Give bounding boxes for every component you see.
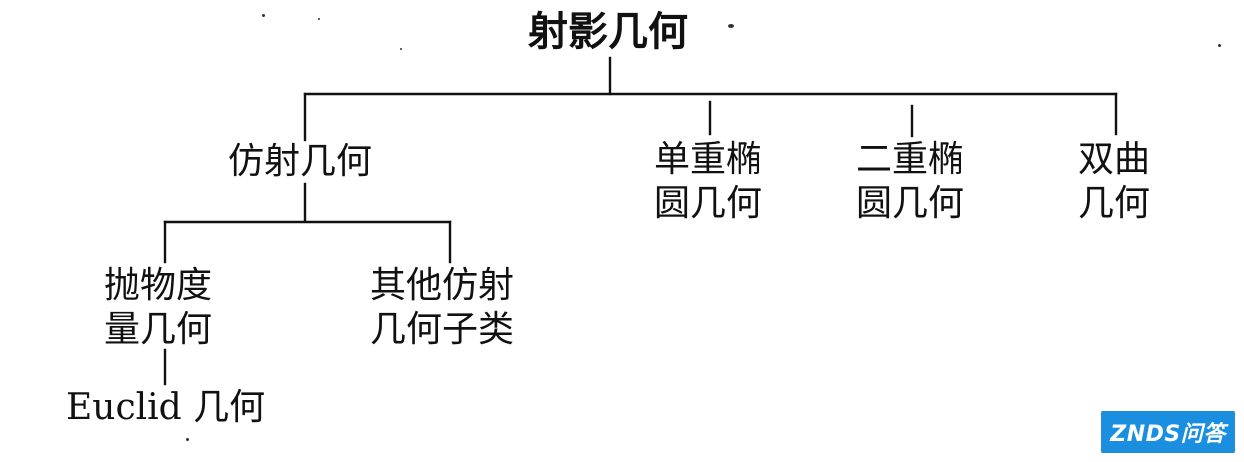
node-projective-geometry: 射影几何 (528, 8, 688, 55)
node-affine-geometry: 仿射几何 (228, 141, 373, 182)
node-single-elliptic-geometry: 单重椭 圆几何 (654, 139, 763, 224)
scan-speck (400, 48, 402, 50)
node-other-affine-subclasses: 其他仿射 几何子类 (370, 265, 515, 350)
scan-speck (728, 24, 734, 28)
node-euclid-geometry: Euclid 几何 (66, 387, 266, 428)
node-hyperbolic-geometry: 双曲 几何 (1078, 139, 1151, 224)
scan-speck (262, 14, 265, 17)
scan-speck (1218, 44, 1221, 47)
znds-watermark-badge: ZNDS问答 (1101, 411, 1235, 453)
scan-speck (186, 438, 189, 441)
node-parabolic-metric-geometry: 抛物度 量几何 (104, 265, 213, 350)
scan-speck (318, 18, 320, 20)
node-double-elliptic-geometry: 二重椭 圆几何 (856, 139, 965, 224)
